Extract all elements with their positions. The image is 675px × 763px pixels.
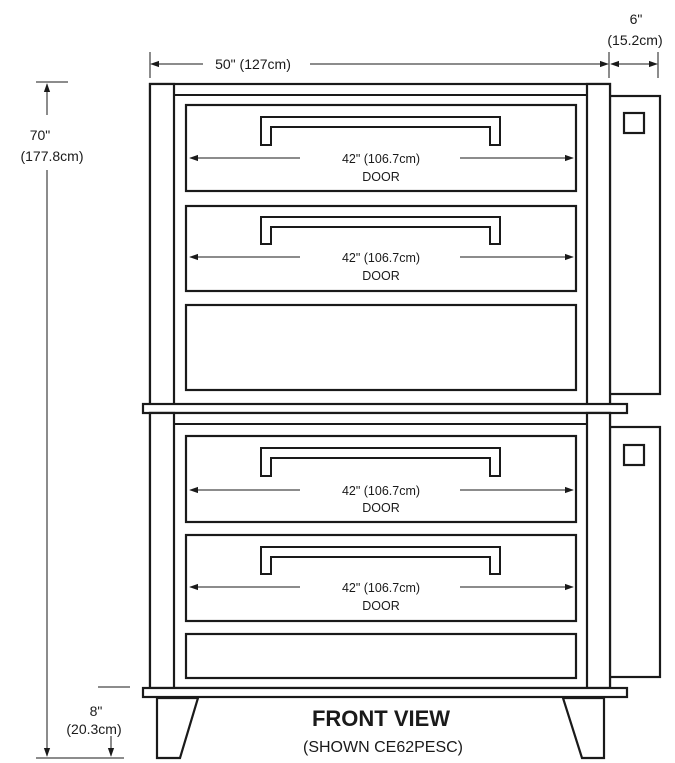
door-width-dimension-2: 42" (106.7cm) DOOR <box>189 251 574 283</box>
lower-bottom-panel <box>184 632 578 680</box>
door-width-dimension-4: 42" (106.7cm) DOOR <box>189 581 574 613</box>
right-leg <box>561 696 606 760</box>
door-label-2: DOOR <box>362 269 400 283</box>
lower-oven-deck <box>148 411 662 690</box>
door-handle-4 <box>260 546 501 575</box>
door-handle-1 <box>260 116 501 146</box>
upper-middle-door <box>184 204 578 293</box>
lower-control-switch <box>622 443 646 467</box>
door-width-label-3: 42" (106.7cm) <box>342 484 420 498</box>
leg-height-cm-label: (20.3cm) <box>66 721 121 737</box>
overall-width-dimension: 50" (127cm) <box>149 52 610 78</box>
upper-left-pillar <box>148 82 176 408</box>
upper-control-box <box>607 94 662 396</box>
door-label-1: DOOR <box>362 170 400 184</box>
left-leg <box>155 696 200 760</box>
lower-left-pillar <box>148 411 176 690</box>
lower-top-door <box>184 434 578 524</box>
control-depth-inches-label: 6" <box>630 11 643 27</box>
control-depth-dimension: 6" (15.2cm) <box>607 11 663 78</box>
door-handle-2 <box>260 216 501 245</box>
overall-width-label: 50" (127cm) <box>215 56 291 72</box>
overall-height-cm-label: (177.8cm) <box>20 148 83 164</box>
overall-height-dimension: 70" (177.8cm) <box>20 81 124 759</box>
upper-right-pillar <box>585 82 612 408</box>
lower-right-pillar <box>585 411 612 690</box>
upper-oven-deck <box>148 82 662 408</box>
door-label-4: DOOR <box>362 599 400 613</box>
deck-separator-shelf <box>141 402 629 415</box>
view-title: FRONT VIEW <box>312 706 450 731</box>
upper-bottom-panel <box>184 303 578 392</box>
view-subtitle: (SHOWN CE62PESC) <box>303 739 463 756</box>
base-frame <box>141 686 629 699</box>
leg-height-inches-label: 8" <box>90 703 103 719</box>
door-label-3: DOOR <box>362 501 400 515</box>
upper-control-switch <box>622 111 646 135</box>
upper-top-door <box>184 103 578 193</box>
door-width-dimension-3: 42" (106.7cm) DOOR <box>189 484 574 515</box>
control-depth-cm-label: (15.2cm) <box>607 32 662 48</box>
door-width-label-2: 42" (106.7cm) <box>342 251 420 265</box>
door-width-label-4: 42" (106.7cm) <box>342 581 420 595</box>
door-handle-3 <box>260 447 501 477</box>
lower-control-box <box>607 425 662 679</box>
door-width-dimension-1: 42" (106.7cm) DOOR <box>189 152 574 184</box>
overall-height-inches-label: 70" <box>30 127 51 143</box>
door-width-label-1: 42" (106.7cm) <box>342 152 420 166</box>
leg-height-dimension: 8" (20.3cm) <box>66 686 130 757</box>
lower-middle-door <box>184 533 578 623</box>
